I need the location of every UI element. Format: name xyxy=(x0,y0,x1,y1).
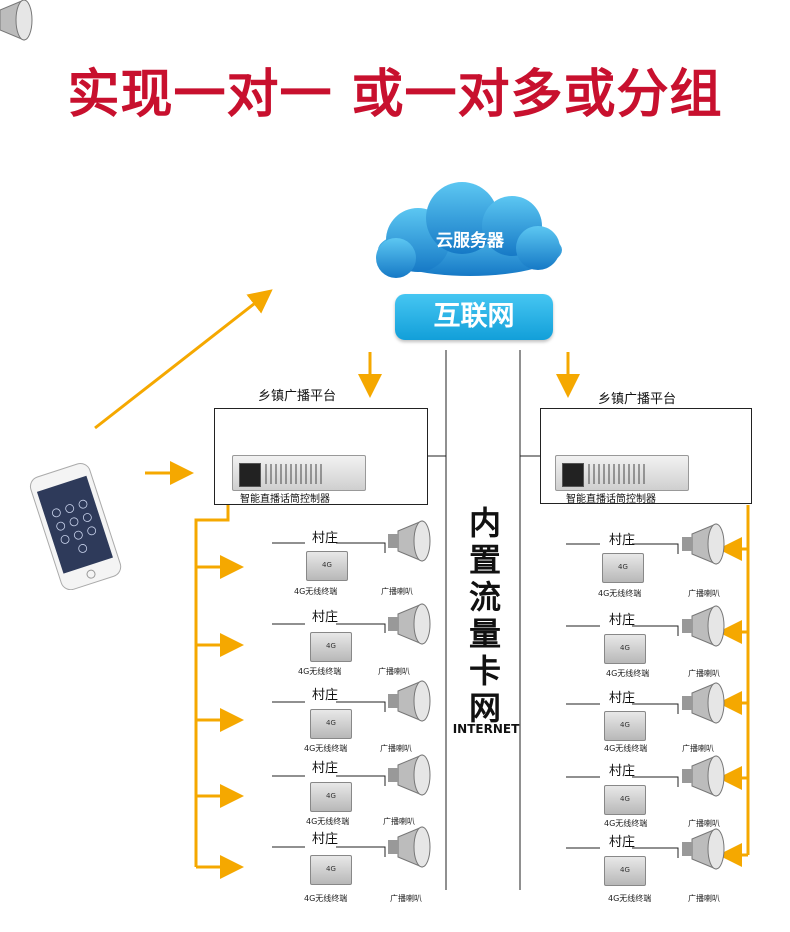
speaker-label: 广播喇叭 xyxy=(383,817,415,826)
village-label: 村庄 xyxy=(312,688,339,703)
speaker-label: 广播喇叭 xyxy=(682,744,714,753)
village-label: 村庄 xyxy=(609,835,636,850)
village-label: 村庄 xyxy=(312,610,339,625)
left-controller-device xyxy=(232,455,366,491)
right-village-lines xyxy=(566,543,679,858)
terminal-label: 4G无线终端 xyxy=(604,819,648,828)
terminal-device: 4G xyxy=(602,553,644,583)
center-title-char: 内 xyxy=(468,504,501,542)
cloud-server-label: 云服务器 xyxy=(436,231,504,251)
terminal-device: 4G xyxy=(604,785,646,815)
left-bus xyxy=(194,505,230,867)
left-controller-label: 智能直播话筒控制器 xyxy=(240,494,330,505)
right-controller-device xyxy=(555,455,689,491)
terminal-device: 4G xyxy=(604,711,646,741)
speaker-icon-left-1 xyxy=(387,520,431,562)
village-label: 村庄 xyxy=(609,533,636,548)
speaker-icon-right-4 xyxy=(681,755,725,797)
center-title-char: 卡 xyxy=(468,652,501,690)
speaker-label: 广播喇叭 xyxy=(688,894,720,903)
village-label: 村庄 xyxy=(312,832,339,847)
speaker-icon-right-2 xyxy=(681,605,725,647)
headline: 实现一对一 或一对多或分组 xyxy=(67,65,723,125)
internet-badge: 互联网 xyxy=(395,294,553,340)
smartphone-image xyxy=(18,460,130,591)
terminal-label: 4G无线终端 xyxy=(608,894,652,903)
terminal-device: 4G xyxy=(310,709,352,739)
right-platform-title: 乡镇广播平台 xyxy=(598,392,677,407)
speaker-label: 广播喇叭 xyxy=(380,744,412,753)
right-branch-arrows xyxy=(718,537,748,867)
speaker-icon-left-5 xyxy=(387,826,431,868)
terminal-label: 4G无线终端 xyxy=(306,817,350,826)
left-village-lines xyxy=(272,542,386,857)
horn-speaker-icon xyxy=(0,0,33,41)
terminal-label: 4G无线终端 xyxy=(604,744,648,753)
center-title: 内 置 流 量 卡 网 xyxy=(462,505,508,727)
terminal-label: 4G无线终端 xyxy=(298,667,342,676)
cloud-icon xyxy=(376,182,562,278)
internet-word: INTERNET xyxy=(452,722,520,736)
speaker-icon-right-1 xyxy=(681,523,725,565)
speaker-icon-right-5 xyxy=(681,828,725,870)
terminal-device: 4G xyxy=(604,634,646,664)
speaker-label: 广播喇叭 xyxy=(381,587,413,596)
center-title-char: 量 xyxy=(468,615,501,653)
village-label: 村庄 xyxy=(312,531,339,546)
village-label: 村庄 xyxy=(609,764,636,779)
village-label: 村庄 xyxy=(609,613,636,628)
center-title-char: 网 xyxy=(468,689,501,727)
speaker-icon-left-3 xyxy=(387,680,431,722)
terminal-device: 4G xyxy=(310,855,352,885)
terminal-device: 4G xyxy=(310,632,352,662)
village-label: 村庄 xyxy=(609,691,636,706)
left-platform-title: 乡镇广播平台 xyxy=(258,389,337,404)
terminal-device: 4G xyxy=(306,551,348,581)
speaker-label: 广播喇叭 xyxy=(688,589,720,598)
speaker-icon-left-4 xyxy=(387,754,431,796)
terminal-label: 4G无线终端 xyxy=(606,669,650,678)
terminal-label: 4G无线终端 xyxy=(304,744,348,753)
phone-to-internet-arrow xyxy=(94,289,273,430)
terminal-device: 4G xyxy=(604,856,646,886)
speaker-icon-left-2 xyxy=(387,603,431,645)
speaker-icon-right-3 xyxy=(681,682,725,724)
speaker-label: 广播喇叭 xyxy=(378,667,410,676)
center-title-char: 流 xyxy=(468,578,501,616)
left-branch-arrows xyxy=(196,555,244,879)
speaker-label: 广播喇叭 xyxy=(390,894,422,903)
terminal-label: 4G无线终端 xyxy=(598,589,642,598)
terminal-label: 4G无线终端 xyxy=(304,894,348,903)
right-controller-label: 智能直播话筒控制器 xyxy=(566,494,656,505)
terminal-device: 4G xyxy=(310,782,352,812)
speaker-label: 广播喇叭 xyxy=(688,669,720,678)
terminal-label: 4G无线终端 xyxy=(294,587,338,596)
speaker-label: 广播喇叭 xyxy=(688,819,720,828)
village-label: 村庄 xyxy=(312,761,339,776)
center-title-char: 置 xyxy=(468,541,501,579)
